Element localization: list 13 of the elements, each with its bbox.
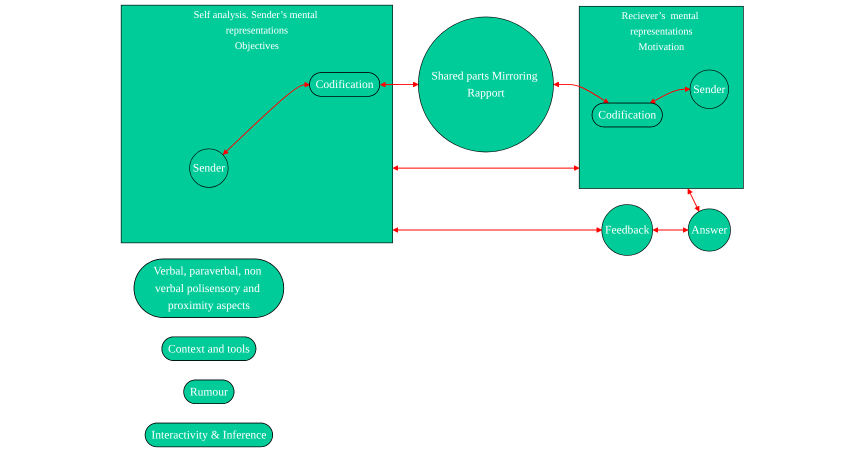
arrow xyxy=(650,86,690,104)
node-circle: Answer xyxy=(688,208,732,252)
node-circle: Sender xyxy=(690,70,730,109)
arrow xyxy=(652,227,689,233)
arrow xyxy=(554,82,610,104)
arrow xyxy=(688,188,700,212)
arrow xyxy=(392,165,580,171)
node-circle: Shared parts Mirroring Rapport xyxy=(418,16,554,152)
arrow xyxy=(392,227,602,233)
node-circle: Sender xyxy=(189,148,229,188)
arrow xyxy=(222,82,310,155)
arrow xyxy=(380,82,419,88)
node-circle: Feedback xyxy=(602,204,654,256)
